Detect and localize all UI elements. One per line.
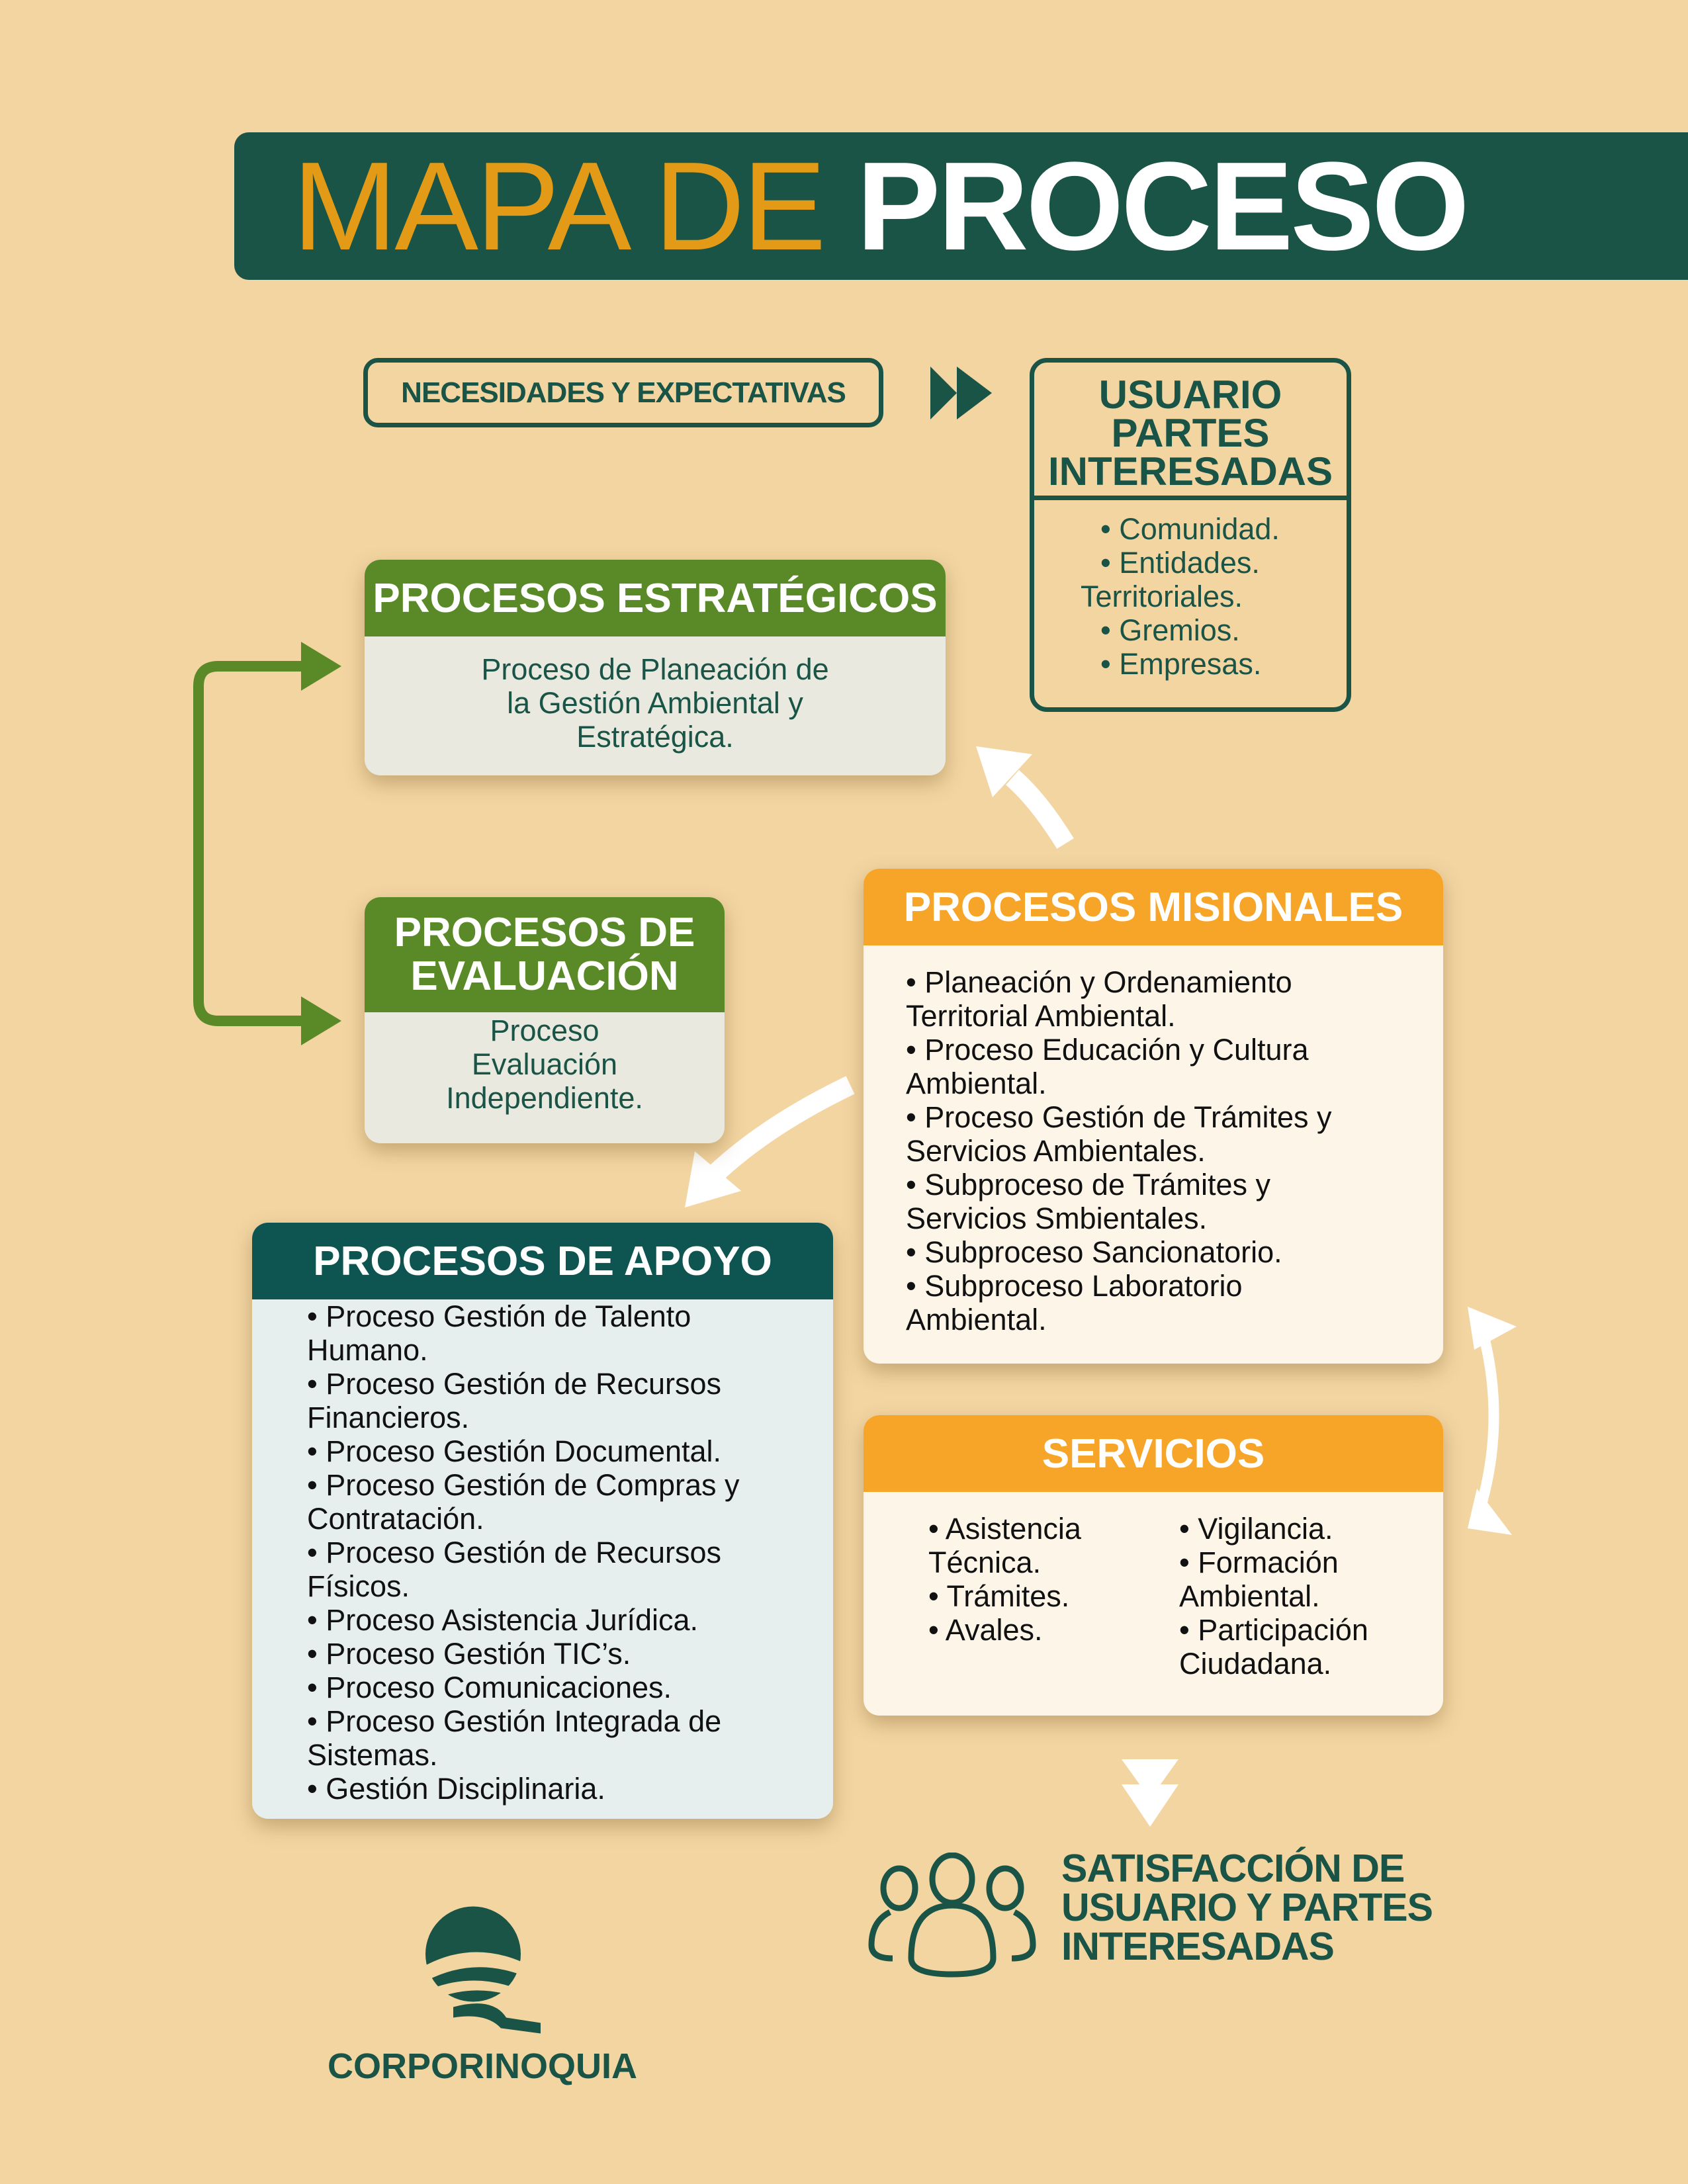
arrow-misionales-to-estrategicos (1006, 769, 1074, 849)
double-arrow-misionales-servicios (1477, 1328, 1499, 1504)
users-list: • Comunidad.• Entidades.Territoriales.• … (1081, 512, 1280, 681)
mission-processes-card: PROCESOS MISIONALES • Planeación y Orden… (864, 869, 1443, 1364)
strategic-processes-card: PROCESOS ESTRATÉGICOS Proceso de Planeac… (365, 560, 946, 775)
arrow-misionales-to-apoyo (707, 1076, 855, 1182)
brand-name: CORPORINOQUIA (328, 2046, 638, 2086)
services-title: SERVICIOS (864, 1415, 1443, 1492)
title-part1: MAPA DE (292, 136, 826, 277)
needs-box: NECESIDADES Y EXPECTATIVAS (363, 358, 883, 427)
mission-title: PROCESOS MISIONALES (864, 869, 1443, 945)
arrowhead-to-estrategicos (301, 642, 341, 691)
corporinoquia-logo-icon (425, 1906, 541, 2034)
people-group-icon (868, 1853, 1036, 1978)
title-part2: PROCESO (856, 136, 1470, 277)
double-arrow-right-icon (930, 367, 992, 419)
support-title: PROCESOS DE APOYO (252, 1223, 833, 1299)
strategic-title: PROCESOS ESTRATÉGICOS (365, 560, 946, 636)
double-arrow-down-icon (1122, 1759, 1178, 1827)
green-bracket-arrow (193, 661, 311, 1026)
arrowhead-to-evaluacion (301, 996, 341, 1045)
support-processes-card: PROCESOS DE APOYO • Proceso Gestión de T… (252, 1223, 833, 1819)
